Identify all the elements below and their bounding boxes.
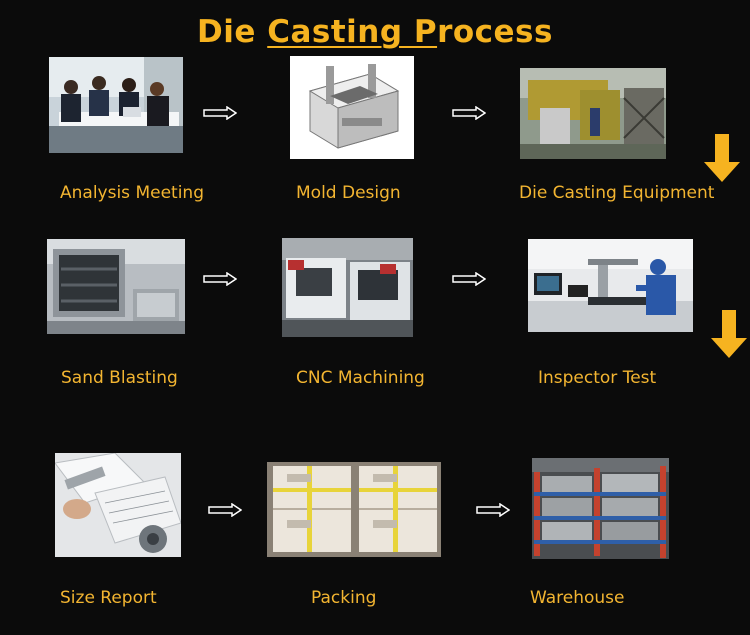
- casting-machine-photo: [520, 68, 666, 159]
- inspection-photo: [528, 239, 693, 332]
- step-label: Packing: [311, 588, 377, 608]
- right-arrow-icon: [452, 272, 486, 286]
- step-label: Mold Design: [296, 183, 401, 203]
- step-label: Die Casting Equipment: [519, 183, 715, 203]
- down-arrow-icon: [709, 310, 749, 360]
- page-title: Die Casting Process: [197, 14, 553, 50]
- down-arrow-icon: [702, 134, 742, 184]
- cnc-machine-photo: [282, 238, 413, 337]
- right-arrow-icon: [203, 272, 237, 286]
- step-label: Size Report: [60, 588, 157, 608]
- step-label: Sand Blasting: [61, 368, 178, 388]
- step-label: Analysis Meeting: [60, 183, 204, 203]
- packing-photo: [267, 462, 441, 557]
- warehouse-photo: [532, 458, 669, 559]
- sand-blasting-photo: [47, 239, 185, 334]
- step-label: Warehouse: [530, 588, 625, 608]
- meeting-photo: [49, 57, 183, 153]
- mold-render: [290, 56, 414, 159]
- step-label: Inspector Test: [538, 368, 657, 388]
- step-label: CNC Machining: [296, 368, 425, 388]
- right-arrow-icon: [203, 106, 237, 120]
- right-arrow-icon: [476, 503, 510, 517]
- right-arrow-icon: [452, 106, 486, 120]
- size-report-photo: [55, 453, 181, 557]
- right-arrow-icon: [208, 503, 242, 517]
